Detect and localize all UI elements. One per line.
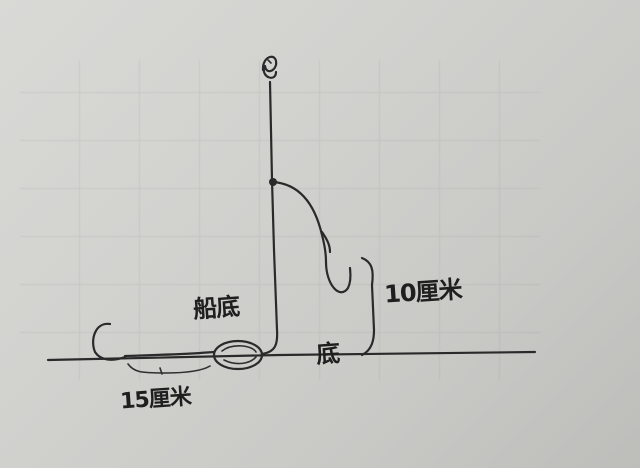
label-ten-cm: 10厘米 bbox=[383, 275, 463, 309]
ten-cm-bracket bbox=[360, 256, 376, 357]
anchor-hook-icon bbox=[92, 322, 127, 361]
label-bottom: 底 bbox=[315, 339, 341, 369]
label-fifteen-cm: 15厘米 bbox=[119, 384, 192, 415]
main-line bbox=[260, 80, 279, 356]
paper-grid-lines bbox=[20, 60, 540, 380]
fifteen-cm-bracket bbox=[127, 363, 211, 374]
branch-line bbox=[271, 180, 328, 264]
trailing-line bbox=[123, 350, 216, 358]
hook-icon bbox=[320, 230, 352, 294]
label-boat-bottom: 船底 bbox=[192, 292, 241, 324]
bracket-tick bbox=[159, 367, 163, 375]
float-knot-icon bbox=[261, 55, 278, 79]
sinker-icon bbox=[212, 339, 264, 371]
